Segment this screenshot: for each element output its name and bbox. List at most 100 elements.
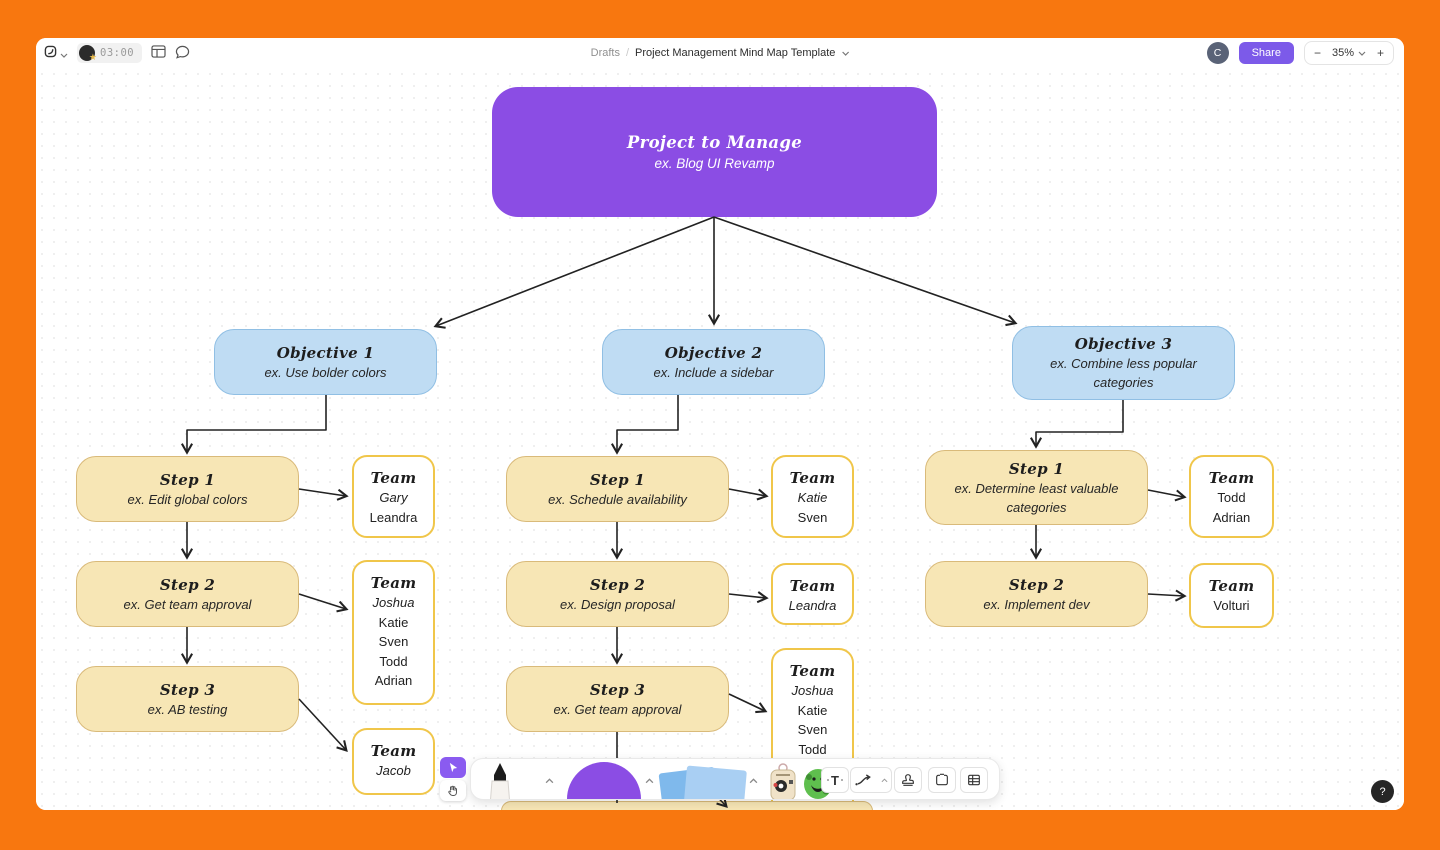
node-subtitle: ex. Get team approval <box>123 596 252 612</box>
main-menu-button[interactable] <box>44 45 68 61</box>
hand-icon <box>448 785 457 796</box>
whiteboard-canvas[interactable]: Project to Manage ex. Blog UI Revamp Obj… <box>36 68 1404 810</box>
team-node[interactable]: Team Gary Leandra <box>352 455 435 538</box>
team-member: Adrian <box>1212 509 1251 525</box>
team-node[interactable]: Team Leandra <box>771 563 854 625</box>
node-subtitle: ex. Get team approval <box>553 701 682 717</box>
node-title: Objective 1 <box>276 343 375 362</box>
breadcrumb-folder[interactable]: Drafts <box>590 47 620 59</box>
node-title: Step 3 <box>159 680 216 699</box>
step-node[interactable]: Step 3 ex. AB testing <box>76 666 299 732</box>
objective-node-2[interactable]: Objective 2 ex. Include a sidebar <box>602 329 825 395</box>
step-node[interactable]: Step 1 ex. Determine least valuable cate… <box>925 450 1148 525</box>
shape-tool[interactable] <box>567 762 641 799</box>
cursor-icon <box>449 762 457 773</box>
chevron-down-icon[interactable] <box>841 47 849 59</box>
connector-edge[interactable] <box>180 395 327 455</box>
topbar-right-group: C Share − 35% + <box>1206 38 1394 68</box>
connector-edge[interactable] <box>298 698 348 752</box>
step-node[interactable]: Step 2 ex. Get team approval <box>76 561 299 627</box>
step-node[interactable]: Step 2 ex. Design proposal <box>506 561 729 627</box>
marker-pen-icon <box>490 763 510 799</box>
team-node[interactable]: Team Katie Sven <box>771 455 854 538</box>
connector-edge[interactable] <box>433 216 715 329</box>
team-member: Katie <box>797 702 828 718</box>
timer-avatar: ★ <box>79 45 97 62</box>
connector-tool[interactable] <box>850 767 892 793</box>
breadcrumb: Drafts / Project Management Mind Map Tem… <box>591 38 850 68</box>
sticky-options-chevron[interactable] <box>749 772 758 787</box>
robot-sticker-tool[interactable] <box>767 762 799 799</box>
help-button[interactable]: ? <box>1371 780 1394 803</box>
connector-edge[interactable] <box>1147 589 1187 602</box>
share-button[interactable]: Share <box>1238 42 1294 64</box>
chevron-up-icon <box>545 778 554 784</box>
team-member: Todd <box>1217 490 1246 505</box>
node-title: Team <box>1208 577 1255 595</box>
team-node[interactable]: Team Volturi <box>1189 563 1274 628</box>
node-title: Step 2 <box>1008 575 1065 594</box>
team-node[interactable]: Team Jacob <box>352 728 435 795</box>
connector-edge[interactable] <box>610 395 679 455</box>
robot-sticker-icon <box>770 763 796 799</box>
connector-arrow-icon <box>855 774 871 786</box>
team-node[interactable]: Team Todd Adrian <box>1189 455 1274 538</box>
chat-bubble-icon <box>175 45 190 62</box>
table-icon <box>968 774 980 786</box>
marker-options-chevron[interactable] <box>545 772 554 787</box>
sticky-note-tool[interactable] <box>658 765 747 799</box>
comments-button[interactable] <box>175 45 190 62</box>
team-member: Joshua <box>372 595 415 610</box>
node-title: Team <box>789 577 836 595</box>
node-subtitle: ex. Use bolder colors <box>264 364 387 380</box>
zoom-level-menu[interactable]: 35% <box>1332 47 1366 59</box>
team-node[interactable]: Team Joshua Katie Sven Todd Adrian <box>352 560 435 705</box>
marker-tool[interactable] <box>483 762 517 799</box>
board-view-button[interactable] <box>151 45 166 61</box>
section-tool[interactable] <box>928 767 956 793</box>
connector-edge[interactable] <box>728 488 769 501</box>
zoom-out-button[interactable]: − <box>1313 46 1321 60</box>
team-member: Sven <box>378 634 409 649</box>
connector-edge[interactable] <box>1029 400 1124 449</box>
partially-hidden-node[interactable] <box>501 801 873 810</box>
team-member: Sven <box>797 722 828 737</box>
node-title: Step 2 <box>159 575 216 594</box>
chevron-down-icon <box>1358 51 1366 56</box>
node-title: Step 1 <box>589 470 646 489</box>
shape-options-chevron[interactable] <box>645 772 654 787</box>
connector-edge[interactable] <box>728 693 768 714</box>
connector-edge[interactable] <box>728 591 769 604</box>
mindmap-root-node[interactable]: Project to Manage ex. Blog UI Revamp <box>492 87 937 217</box>
user-avatar[interactable]: C <box>1206 42 1229 64</box>
connector-edge[interactable] <box>298 593 349 613</box>
figjam-logo-icon <box>44 45 57 61</box>
music-timer-widget[interactable]: ★ 03:00 <box>77 43 143 63</box>
step-node[interactable]: Step 1 ex. Schedule availability <box>506 456 729 522</box>
node-title: Objective 3 <box>1074 335 1173 353</box>
table-tool[interactable] <box>960 767 988 793</box>
breadcrumb-title[interactable]: Project Management Mind Map Template <box>635 47 836 59</box>
top-toolbar: ★ 03:00 Drafts / Project Management Mind… <box>36 38 1404 68</box>
bottom-toolbar: T <box>470 758 1000 800</box>
node-title: Team <box>1208 469 1255 487</box>
zoom-in-button[interactable]: + <box>1376 46 1384 60</box>
stamp-icon <box>902 774 914 786</box>
connector-edge[interactable] <box>1147 489 1187 502</box>
text-tool[interactable]: T <box>821 767 849 793</box>
step-node[interactable]: Step 3 ex. Get team approval <box>506 666 729 732</box>
node-title: Team <box>370 742 417 760</box>
board-icon <box>151 45 166 61</box>
objective-node-3[interactable]: Objective 3 ex. Combine less popular cat… <box>1012 326 1235 400</box>
timer-value: 03:00 <box>100 47 135 59</box>
step-node[interactable]: Step 1 ex. Edit global colors <box>76 456 299 522</box>
connector-edge[interactable] <box>713 216 1018 327</box>
stamp-tool[interactable] <box>894 767 922 793</box>
connector-edge[interactable] <box>298 488 349 501</box>
objective-node-1[interactable]: Objective 1 ex. Use bolder colors <box>214 329 437 395</box>
hand-tool[interactable] <box>440 780 466 801</box>
team-member: Todd <box>379 653 408 669</box>
select-tool[interactable] <box>440 757 466 778</box>
step-node[interactable]: Step 2 ex. Implement dev <box>925 561 1148 627</box>
